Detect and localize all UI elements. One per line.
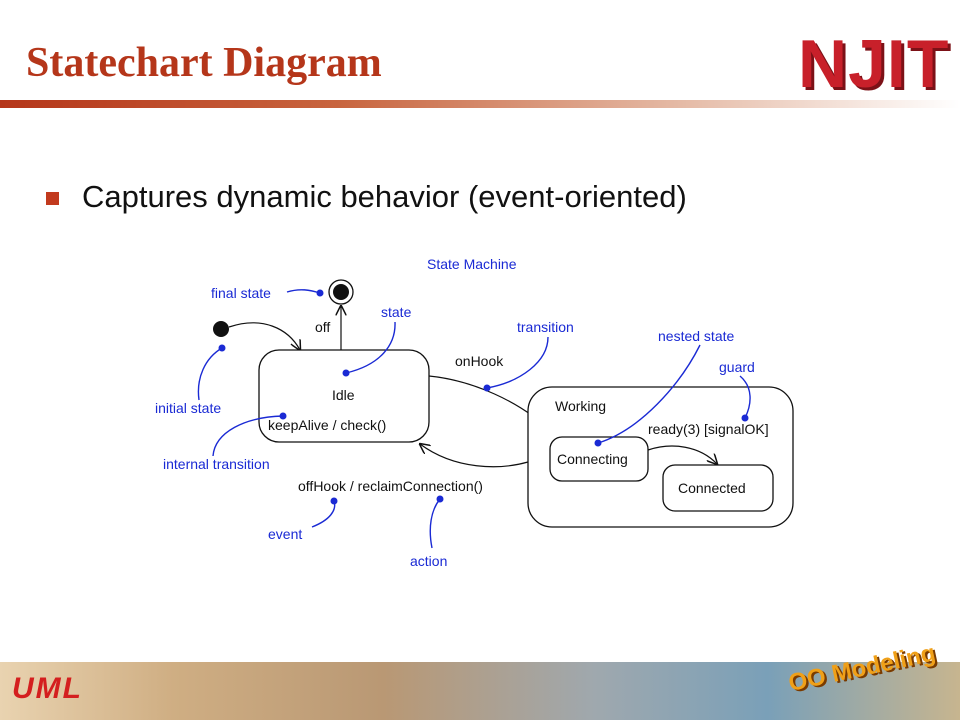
onhook-label: onHook bbox=[455, 353, 504, 369]
callout-final-state: final state bbox=[211, 285, 271, 301]
slide-title: Statechart Diagram bbox=[26, 40, 382, 86]
state-callout-line bbox=[345, 321, 396, 374]
connecting-state-name: Connecting bbox=[557, 451, 628, 467]
callout-nested-state: nested state bbox=[658, 328, 734, 344]
footer-uml-label: UML bbox=[12, 672, 83, 705]
event-callout-dot bbox=[330, 497, 338, 505]
event-callout-line bbox=[311, 500, 336, 528]
bullet-text: Captures dynamic behavior (event-oriente… bbox=[82, 179, 687, 214]
initial-state-callout-line bbox=[197, 347, 223, 401]
title-underline bbox=[0, 100, 960, 108]
state-callout-dot bbox=[342, 369, 350, 377]
footer-banner bbox=[0, 662, 960, 720]
bullet-marker-icon bbox=[46, 192, 59, 205]
final-state-callout-dot bbox=[316, 289, 324, 297]
offhook-transition-arrow bbox=[420, 444, 529, 468]
final-state-symbol bbox=[328, 279, 354, 305]
initial-transition-arrow bbox=[228, 322, 300, 350]
connecting-state bbox=[549, 436, 649, 482]
nested-state-callout-line bbox=[597, 344, 701, 444]
idle-state-name: Idle bbox=[332, 387, 355, 403]
working-state-name: Working bbox=[555, 398, 606, 414]
idle-internal-transition: keepAlive / check() bbox=[268, 417, 386, 433]
action-callout-dot bbox=[436, 495, 444, 503]
initial-state-callout-dot bbox=[218, 344, 226, 352]
ready-label: ready(3) [signalOK] bbox=[648, 421, 769, 437]
callout-action: action bbox=[410, 553, 447, 569]
action-callout-line bbox=[429, 498, 441, 549]
callout-event: event bbox=[268, 526, 302, 542]
final-state-callout-line bbox=[286, 289, 321, 294]
transition-callout-line bbox=[486, 336, 549, 389]
transition-callout-dot bbox=[483, 384, 491, 392]
diagram-caption: State Machine bbox=[427, 256, 517, 272]
nested-state-callout-dot bbox=[594, 439, 602, 447]
callout-transition: transition bbox=[517, 319, 574, 335]
callout-state: state bbox=[381, 304, 412, 320]
callout-initial-state: initial state bbox=[155, 400, 221, 416]
njit-logo: NJIT bbox=[798, 26, 950, 102]
callout-guard: guard bbox=[719, 359, 755, 375]
initial-state-symbol bbox=[213, 321, 229, 337]
ready-transition-arrow bbox=[647, 445, 717, 464]
guard-callout-line bbox=[739, 375, 751, 419]
offhook-label: offHook / reclaimConnection() bbox=[298, 478, 483, 494]
off-label: off bbox=[315, 319, 330, 335]
idle-state bbox=[258, 349, 430, 443]
guard-callout-dot bbox=[741, 414, 749, 422]
connected-state-name: Connected bbox=[678, 480, 746, 496]
callout-internal-transition: internal transition bbox=[163, 456, 270, 472]
internal-transition-callout-line bbox=[212, 415, 284, 457]
internal-transition-callout-dot bbox=[279, 412, 287, 420]
